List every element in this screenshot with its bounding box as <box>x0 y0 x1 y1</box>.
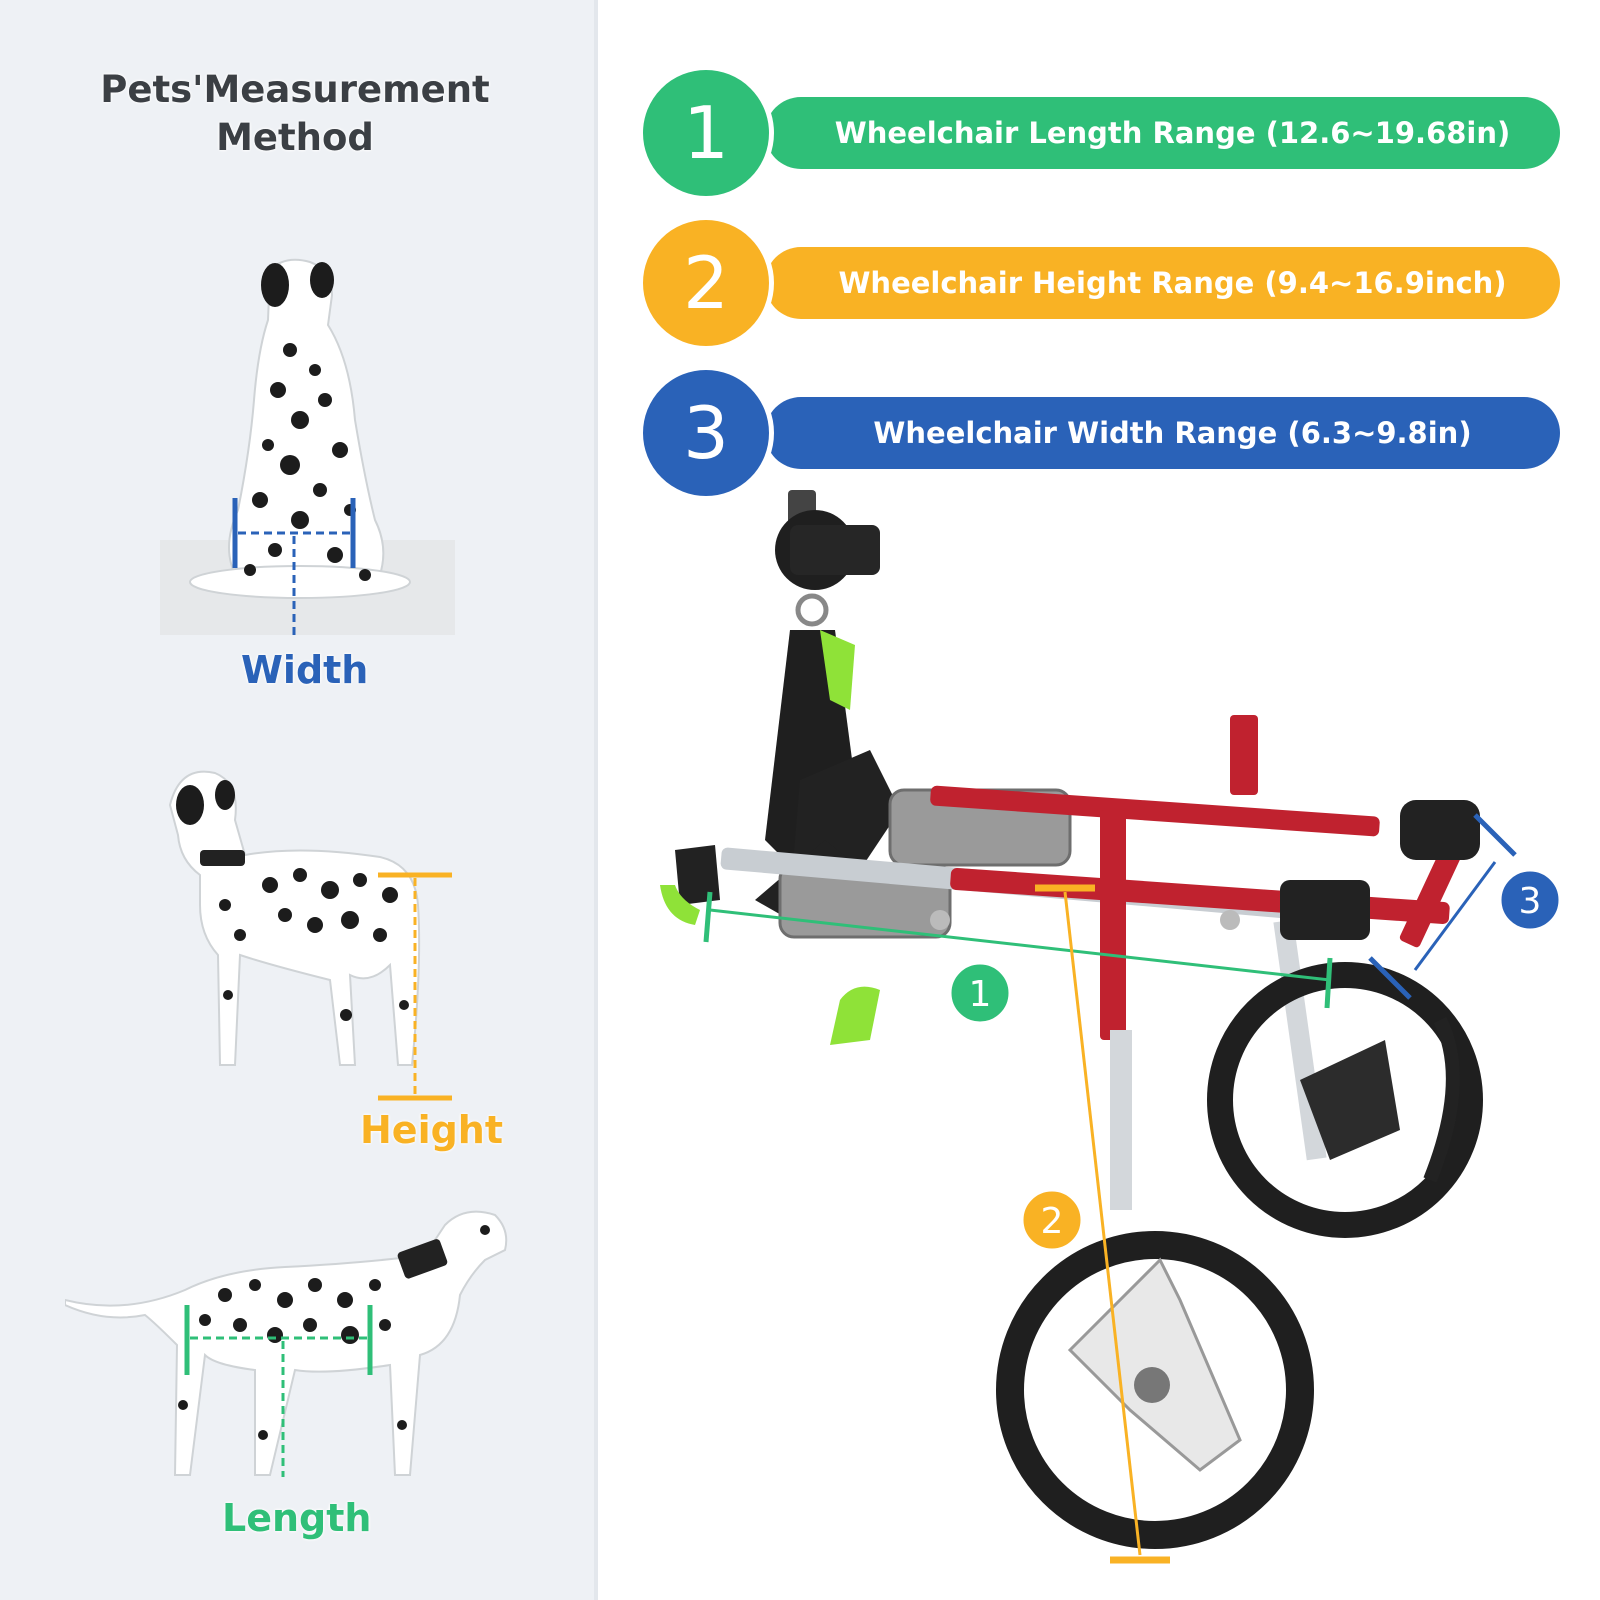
dog-standing-side-image <box>65 1210 508 1477</box>
width-dimension-line <box>1413 861 1497 971</box>
length-marker-badge <box>948 961 1012 1025</box>
length-label: Length <box>222 1496 372 1540</box>
dog-standing-front-image <box>168 770 452 1101</box>
spec-label-height: Wheelchair Height Range (9.4~16.9inch) <box>838 266 1507 300</box>
spec-banner-length: Wheelchair Length Range (12.6~19.68in) <box>765 97 1560 169</box>
title-line-1: Pets'Measurement <box>100 68 490 111</box>
frame-vertical-post <box>1100 810 1126 1040</box>
spec-banner-height: Wheelchair Height Range (9.4~16.9inch) <box>765 247 1560 319</box>
rear-wheel-icon <box>1207 962 1483 1238</box>
spec-badge-2: 2 <box>638 215 774 351</box>
measurement-title: Pets'Measurement Method <box>60 66 530 162</box>
height-label: Height <box>360 1108 504 1152</box>
length-marker-text: 1 <box>969 974 992 1015</box>
spec-label-length: Wheelchair Length Range (12.6~19.68in) <box>834 116 1511 150</box>
height-marker-text: 2 <box>1041 1201 1064 1242</box>
frame-bottom-rail <box>950 867 1450 925</box>
height-dimension-line <box>1063 891 1142 1556</box>
dog-sitting-rear-image <box>160 258 455 635</box>
front-wheel-icon <box>996 1231 1314 1549</box>
wheelchair-product-image: 1 2 3 <box>660 490 1562 1564</box>
width-marker-text: 3 <box>1519 881 1542 922</box>
width-marker-badge <box>1498 868 1562 932</box>
spec-banner-width: Wheelchair Width Range (6.3~9.8in) <box>765 397 1560 469</box>
spec-badge-1: 1 <box>638 65 774 201</box>
panel-divider <box>594 0 598 1600</box>
frame-top-rail <box>930 785 1380 837</box>
length-dimension-line <box>709 908 1331 982</box>
spec-label-width: Wheelchair Width Range (6.3~9.8in) <box>873 416 1472 450</box>
width-label: Width <box>241 648 369 692</box>
title-line-2: Method <box>216 116 374 159</box>
spec-badge-3: 3 <box>638 365 774 501</box>
height-marker-badge <box>1020 1188 1084 1252</box>
